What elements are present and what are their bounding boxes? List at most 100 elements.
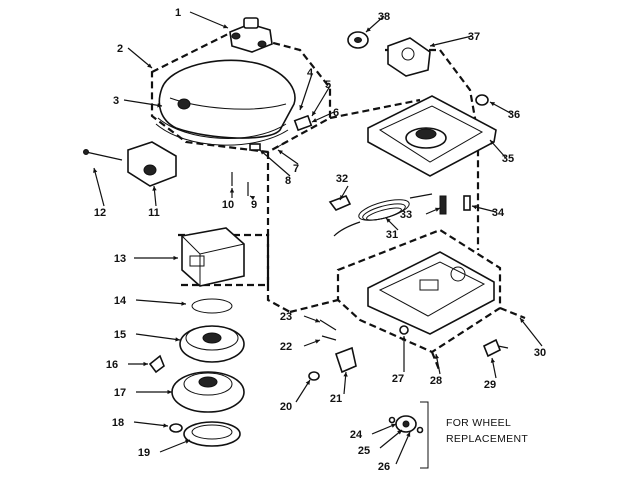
callout-1: 1: [175, 7, 181, 19]
leader-8: [259, 149, 291, 177]
callout-19: 19: [138, 447, 150, 459]
note-line-2: REPLACEMENT: [446, 433, 528, 445]
arrowhead-24: [391, 423, 396, 428]
leader-25: [379, 429, 403, 449]
arrowhead-12: [93, 168, 98, 173]
leader-lines: [93, 11, 543, 465]
callout-13: 13: [114, 253, 126, 265]
callout-33: 33: [400, 209, 412, 221]
arrowhead-2: [147, 63, 152, 68]
callout-5: 5: [325, 79, 331, 91]
callout-3: 3: [113, 95, 119, 107]
arrowhead-17: [167, 389, 172, 395]
part-18-washer: [169, 423, 183, 433]
arrowhead-10: [229, 188, 235, 193]
part-35-bumper: [367, 95, 497, 177]
arrowhead-30: [520, 318, 525, 323]
leader-15: [135, 333, 181, 341]
parts-24-26-wheel: [388, 415, 424, 434]
callout-14: 14: [114, 295, 127, 307]
callout-7: 7: [293, 163, 299, 175]
part-38-washer: [347, 31, 369, 49]
arrowhead-8: [260, 150, 265, 155]
part-2-lid: [155, 59, 296, 146]
arrowhead-16: [143, 361, 148, 367]
part-15-fan: [179, 325, 245, 363]
leader-19: [159, 439, 191, 453]
callout-labels: 1234567891011121314151617181920212223242…: [94, 7, 546, 473]
callout-12: 12: [94, 207, 106, 219]
leader-30: [519, 317, 543, 347]
arrowhead-7: [278, 150, 283, 155]
arrowhead-3: [157, 103, 162, 108]
part-36-nut: [475, 94, 489, 106]
arrowhead-13: [173, 255, 178, 261]
leader-37: [429, 35, 473, 47]
callout-25: 25: [358, 445, 370, 457]
callout-30: 30: [534, 347, 546, 359]
arrowhead-25: [397, 430, 402, 435]
arrowhead-11: [152, 186, 157, 191]
arrowhead-18: [163, 423, 168, 428]
arrowhead-26: [406, 432, 411, 437]
leader-26: [395, 431, 411, 465]
part-17-housing: [171, 371, 245, 413]
callout-18: 18: [112, 417, 124, 429]
callout-4: 4: [307, 67, 314, 79]
parts-27-29-connectors: [399, 325, 509, 358]
part-37-bracket: [387, 37, 431, 77]
callout-32: 32: [336, 173, 348, 185]
arrowhead-29: [490, 358, 496, 363]
callout-6: 6: [333, 107, 339, 119]
callout-28: 28: [430, 375, 442, 387]
arrowhead-23: [315, 318, 320, 323]
note-line-1: FOR WHEEL: [446, 417, 511, 429]
callout-27: 27: [392, 373, 404, 385]
callout-16: 16: [106, 359, 118, 371]
leader-5: [311, 85, 331, 117]
arrowhead-9: [250, 196, 255, 200]
arrowhead-38: [366, 27, 371, 32]
arrowhead-22: [315, 339, 320, 344]
leader-4: [299, 73, 313, 111]
part-13-filter: [181, 227, 245, 287]
leader-3: [123, 99, 163, 107]
part-19-ring: [183, 421, 241, 447]
callout-23: 23: [280, 311, 292, 323]
arrowhead-32: [340, 195, 345, 200]
callout-17: 17: [114, 387, 126, 399]
arrowhead-15: [175, 337, 180, 342]
arrowhead-33: [435, 207, 440, 212]
arrowhead-19: [185, 439, 190, 444]
part-31-cord: [333, 193, 433, 237]
part-32-clip: [328, 194, 352, 211]
callout-34: 34: [492, 207, 505, 219]
callout-2: 2: [117, 43, 123, 55]
callout-21: 21: [330, 393, 342, 405]
arrowhead-4: [299, 105, 304, 110]
arrowhead-27: [401, 336, 407, 341]
callout-36: 36: [508, 109, 520, 121]
arrowhead-6: [312, 118, 317, 123]
callout-15: 15: [114, 329, 126, 341]
callout-31: 31: [386, 229, 398, 241]
parts-33-34-screws: [439, 195, 471, 215]
callout-11: 11: [148, 207, 160, 219]
callout-29: 29: [484, 379, 496, 391]
arrowhead-5: [312, 111, 317, 116]
part-12-pin: [83, 149, 123, 161]
callout-38: 38: [378, 11, 390, 23]
leader-1: [189, 11, 229, 29]
callout-22: 22: [280, 341, 292, 353]
arrowhead-28: [434, 354, 440, 359]
part-28-base: [367, 251, 495, 335]
part-16-clip: [148, 354, 165, 374]
arrowhead-31: [386, 218, 391, 223]
callout-35: 35: [502, 153, 514, 165]
arrowhead-36: [490, 102, 495, 107]
part-14-gasket: [191, 298, 233, 314]
leader-2: [127, 47, 153, 69]
callout-8: 8: [285, 175, 291, 187]
arrowhead-1: [223, 24, 228, 29]
